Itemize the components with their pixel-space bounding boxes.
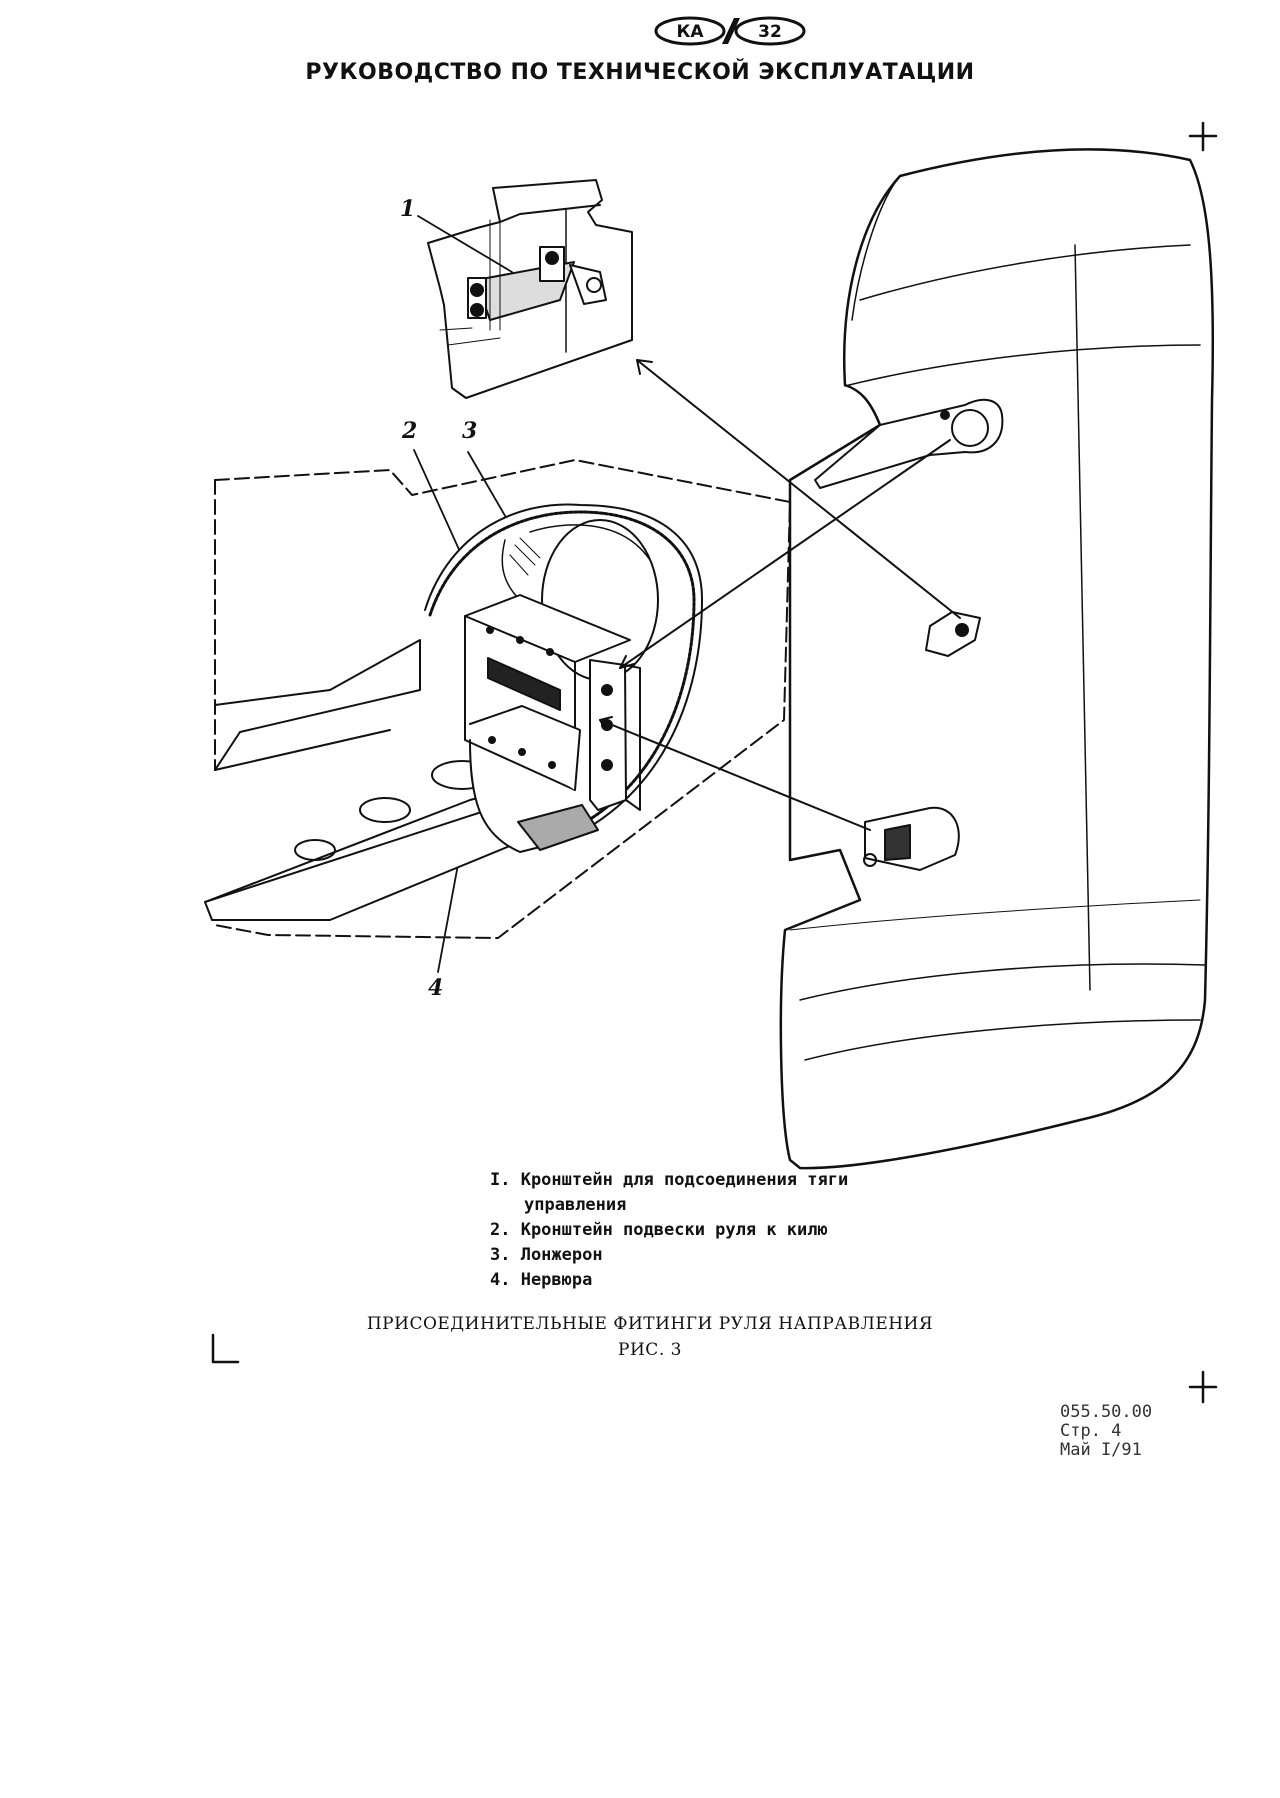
rudder-lower-fitting: [863, 806, 960, 871]
manual-title: РУКОВОДСТВО ПО ТЕХНИЧЕСКОЙ ЭКСПЛУАТАЦИИ: [305, 60, 975, 85]
logo-right-text: 32: [758, 22, 782, 42]
figure-number: РИС. 3: [618, 1340, 682, 1360]
rudder-upper-fitting: [814, 398, 1004, 489]
assembly-arrows: [599, 359, 961, 831]
document-id-block: 055.50.00 Стр. 4 Май I/91: [1060, 1403, 1152, 1460]
revision-date: Май I/91: [1060, 1440, 1142, 1460]
callout-1: 1: [400, 196, 416, 222]
legend-item-4: 4. Нервюра: [490, 1270, 593, 1290]
callout-2: 2: [402, 418, 418, 444]
hinge-bracket: [464, 594, 641, 851]
bracket-detail-inset: [427, 179, 633, 399]
crop-marks: [211, 121, 1218, 1404]
figure-caption: ПРИСОЕДИНИТЕЛЬНЫЕ ФИТИНГИ РУЛЯ НАПРАВЛЕН…: [366, 1314, 934, 1334]
callout-4: 4: [428, 975, 444, 1001]
legend-item-1: I. Кронштейн для подсоединения тяги: [490, 1170, 849, 1190]
rudder-body: [779, 148, 1215, 1170]
page-number: Стр. 4: [1060, 1421, 1122, 1441]
document-code: 055.50.00: [1060, 1402, 1153, 1422]
legend-item-1-continued: управления: [524, 1195, 627, 1215]
legend-item-3: 3. Лонжерон: [490, 1245, 603, 1265]
logo-graphic: КА 32: [654, 16, 806, 46]
logo-left-text: КА: [676, 22, 704, 42]
ka32-logo: КА 32: [652, 14, 807, 48]
legend-item-2: 2. Кронштейн подвески руля к килю: [490, 1220, 828, 1240]
callout-3: 3: [462, 418, 478, 444]
figure-legend: I. Кронштейн для подсоединения тяги упра…: [490, 1168, 848, 1293]
spar-ring: [424, 503, 703, 853]
